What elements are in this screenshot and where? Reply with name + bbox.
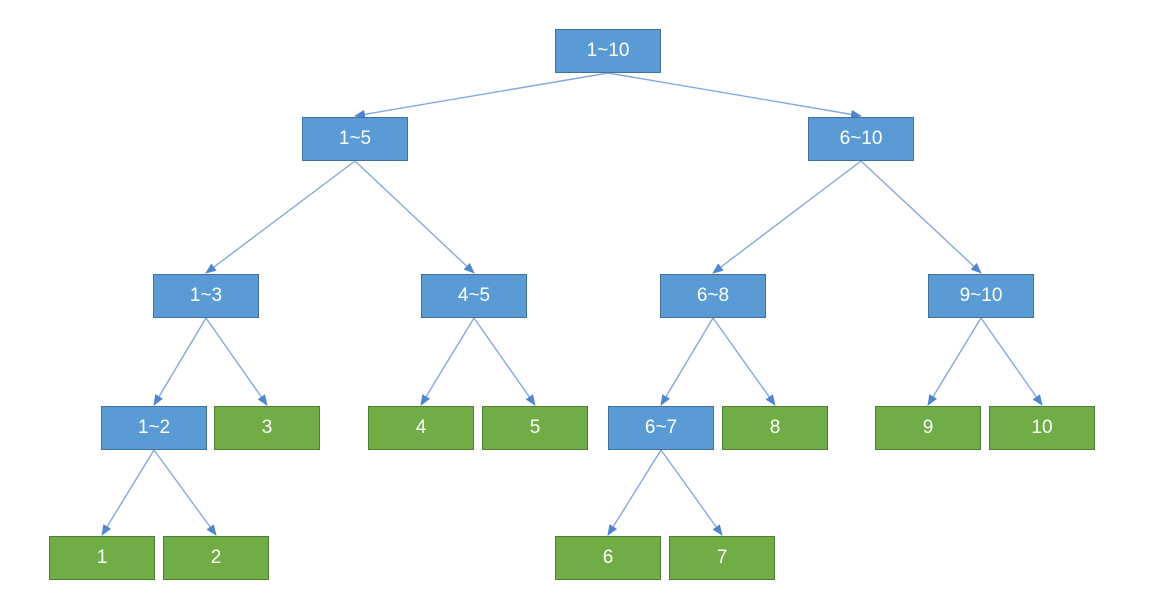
tree-node-1-3: 1~3 <box>153 274 259 318</box>
tree-node-8: 8 <box>722 406 828 450</box>
tree-node-4: 4 <box>368 406 474 450</box>
tree-node-6-8: 6~8 <box>660 274 766 318</box>
tree-node-10: 10 <box>989 406 1095 450</box>
tree-node-label: 10 <box>1031 416 1053 438</box>
tree-edge-1-10-to-6-10 <box>607 72 862 119</box>
tree-edge-6-8-to-8 <box>712 317 776 406</box>
tree-node-3: 3 <box>214 406 320 450</box>
tree-edge-6-10-to-9-10 <box>860 160 982 274</box>
tree-node-6: 6 <box>555 536 661 580</box>
tree-edge-1-5-to-4-5 <box>354 160 475 274</box>
tree-node-label: 4 <box>415 416 427 438</box>
tree-node-1-5: 1~5 <box>302 117 408 161</box>
tree-node-label: 1~5 <box>338 127 372 149</box>
tree-node-label: 2 <box>210 546 222 568</box>
tree-edge-6-8-to-6-7 <box>660 317 714 406</box>
tree-node-1-2: 1~2 <box>101 406 207 450</box>
tree-edge-6-7-to-7 <box>660 449 723 536</box>
tree-edge-1-2-to-1 <box>101 449 155 536</box>
tree-node-label: 1~10 <box>586 39 630 61</box>
tree-node-2: 2 <box>163 536 269 580</box>
tree-node-label: 8 <box>769 416 781 438</box>
tree-node-label: 9 <box>922 416 934 438</box>
tree-node-7: 7 <box>669 536 775 580</box>
tree-node-9: 9 <box>875 406 981 450</box>
tree-node-label: 4~5 <box>457 284 491 306</box>
tree-edge-4-5-to-5 <box>473 317 536 406</box>
tree-edge-6-10-to-6-8 <box>712 160 862 274</box>
tree-node-label: 9~10 <box>959 284 1003 306</box>
tree-node-9-10: 9~10 <box>928 274 1034 318</box>
tree-node-label: 6~10 <box>839 127 883 149</box>
tree-node-4-5: 4~5 <box>421 274 527 318</box>
tree-node-1-10: 1~10 <box>555 29 661 73</box>
tree-node-label: 3 <box>261 416 273 438</box>
tree-node-label: 1 <box>96 546 108 568</box>
tree-edge-1-3-to-1-2 <box>153 317 207 406</box>
tree-edge-9-10-to-9 <box>927 317 982 406</box>
tree-edge-4-5-to-4 <box>420 317 475 406</box>
tree-node-6-10: 6~10 <box>808 117 914 161</box>
tree-node-label: 5 <box>529 416 541 438</box>
tree-edge-6-7-to-6 <box>607 449 662 536</box>
tree-node-1: 1 <box>49 536 155 580</box>
tree-node-label: 1~2 <box>137 416 171 438</box>
tree-edge-1-5-to-1-3 <box>205 160 356 274</box>
tree-node-label: 7 <box>716 546 728 568</box>
tree-edge-1-10-to-1-5 <box>354 72 609 119</box>
tree-node-label: 6~8 <box>696 284 730 306</box>
tree-edge-9-10-to-10 <box>980 317 1043 406</box>
tree-edge-1-2-to-2 <box>153 449 217 536</box>
tree-node-6-7: 6~7 <box>608 406 714 450</box>
tree-node-label: 1~3 <box>189 284 223 306</box>
tree-node-label: 6~7 <box>644 416 678 438</box>
tree-edge-1-3-to-3 <box>205 317 268 406</box>
tree-node-5: 5 <box>482 406 588 450</box>
tree-node-label: 6 <box>602 546 614 568</box>
